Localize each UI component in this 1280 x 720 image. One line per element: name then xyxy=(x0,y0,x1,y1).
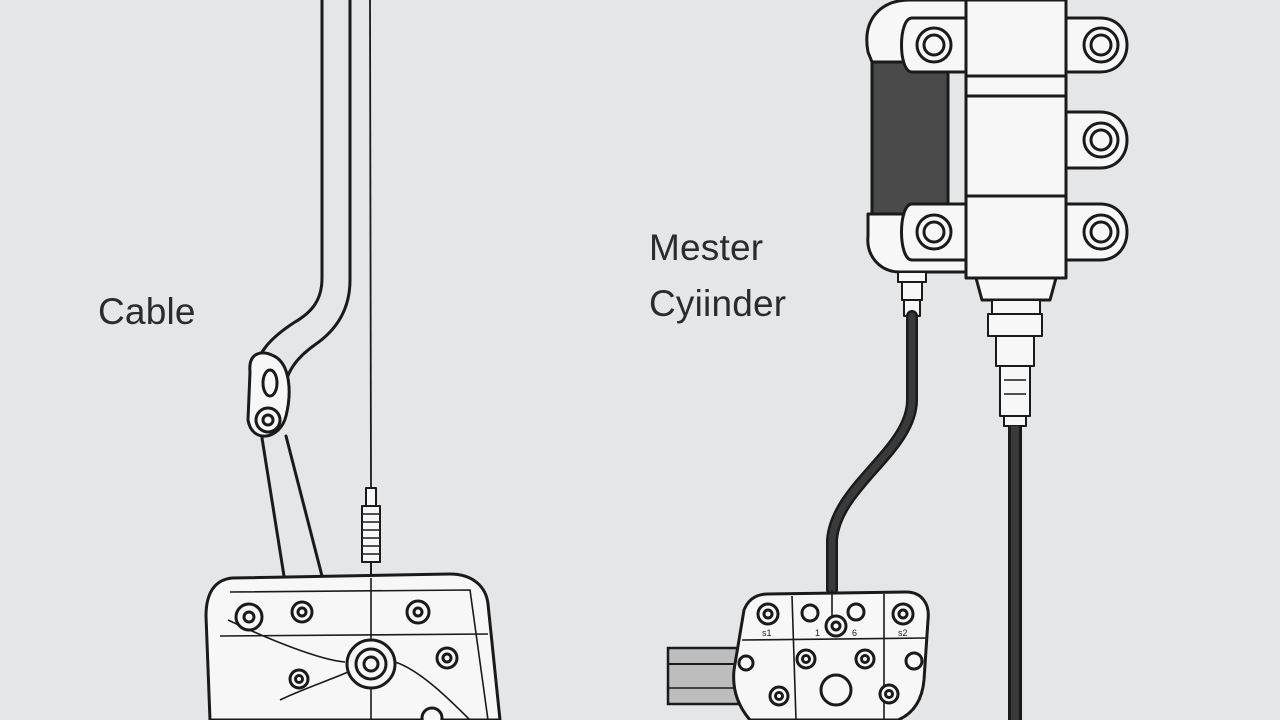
cable xyxy=(361,0,381,578)
cable-label: Cable xyxy=(98,291,196,332)
left-outlet-fitting-icon xyxy=(897,271,927,317)
master-cylinder xyxy=(865,0,1129,427)
reservoir xyxy=(870,52,950,216)
mounting-ear-icons xyxy=(900,16,1129,262)
master-cylinder-label: Mester Cyiinder xyxy=(649,220,786,331)
master-cylinder-label-line1: Mester xyxy=(649,227,764,268)
plate-mark-right: s2 xyxy=(898,628,908,638)
right-pedal-plate: s1 1 6 s2 xyxy=(732,590,930,720)
plate-mark-center-right: 6 xyxy=(852,628,857,638)
hydraulic-hoses xyxy=(826,310,1022,720)
left-pedal-plate xyxy=(204,572,502,720)
right-plate-bolt-icons xyxy=(737,602,924,707)
pedal-arm xyxy=(246,0,352,578)
plate-mark-left: s1 xyxy=(762,628,772,638)
pivot-slot-icon xyxy=(261,368,279,398)
left-plate-bolt-icons xyxy=(234,599,459,720)
left-plate-center-hub-icon xyxy=(345,638,397,690)
push-rod-fitting-icon xyxy=(987,299,1043,427)
cable-adjuster-spring-icon xyxy=(361,505,381,563)
master-cylinder-label-line2: Cyiinder xyxy=(649,282,787,324)
plate-mark-center: 1 xyxy=(815,628,820,638)
